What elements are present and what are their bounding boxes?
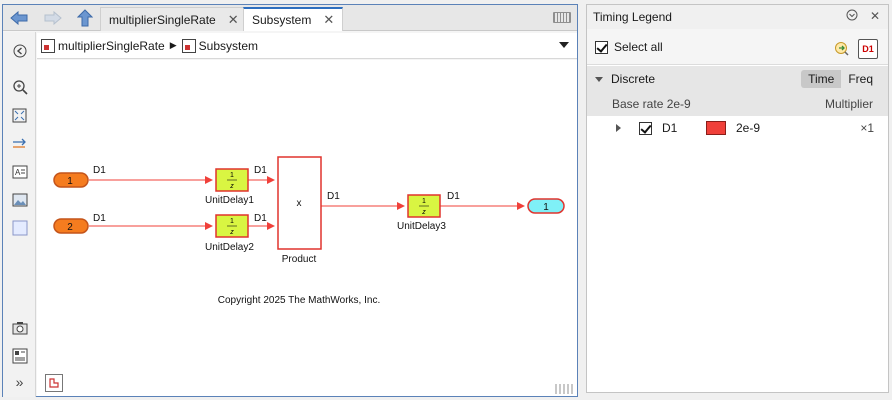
panel-header: Timing Legend ✕ xyxy=(587,5,888,29)
select-all-checkbox[interactable]: Select all xyxy=(595,40,663,54)
close-icon[interactable]: ✕ xyxy=(869,9,880,23)
forward-arrow-icon[interactable] xyxy=(41,8,65,28)
delay-numerator: 1 xyxy=(422,198,426,205)
delay-denominator: z xyxy=(229,183,234,190)
signal-label: D1 xyxy=(327,191,340,202)
breadcrumb-item[interactable]: multiplierSingleRate xyxy=(58,38,165,53)
delay-numerator: 1 xyxy=(230,172,234,179)
close-icon[interactable]: ✕ xyxy=(323,12,335,27)
annotation-icon[interactable]: A xyxy=(11,163,28,180)
unit-delay-1[interactable]: 1 z xyxy=(215,168,249,192)
discrete-section: Discrete Time Freq Base rate 2e-9 Multip… xyxy=(587,66,888,116)
model-browser-toggle-icon[interactable] xyxy=(45,374,63,392)
delay-numerator: 1 xyxy=(230,218,234,225)
highlight-icon[interactable] xyxy=(832,39,852,59)
product-symbol: x xyxy=(297,198,302,209)
multiplier-header: Multiplier xyxy=(824,97,873,111)
inport-number: 2 xyxy=(67,222,73,233)
signal-line-icon[interactable] xyxy=(11,135,28,152)
breadcrumb: multiplierSingleRate ▶ Subsystem xyxy=(37,33,577,59)
time-view-button[interactable]: Time xyxy=(801,70,842,88)
outport-1[interactable]: 1 xyxy=(527,198,565,214)
model-editor: multiplierSingleRate ✕ Subsystem ✕ xyxy=(2,4,578,397)
block-diagram: D1 D1 D1 D1 D1 D1 1 2 1 xyxy=(53,156,565,306)
rate-row[interactable]: D1 2e-9 ×1 xyxy=(587,117,888,139)
freq-view-button[interactable]: Freq xyxy=(841,70,880,88)
d1-button-label: D1 xyxy=(862,44,874,54)
tab-subsystem[interactable]: Subsystem ✕ xyxy=(243,7,344,31)
copyright-annotation: Copyright 2025 The MathWorks, Inc. xyxy=(218,295,381,306)
resize-grip-icon[interactable] xyxy=(555,384,575,394)
rate-multiplier: ×1 xyxy=(860,121,874,135)
panel-title: Timing Legend xyxy=(593,10,672,24)
keyboard-icon[interactable] xyxy=(553,12,571,23)
back-arrow-icon[interactable] xyxy=(7,8,31,28)
rate-checkbox[interactable] xyxy=(639,121,652,135)
view-toggle: Time Freq xyxy=(801,70,880,88)
legend-toolbar: Select all D1 xyxy=(587,29,888,65)
model-icon xyxy=(41,38,55,53)
area-icon[interactable] xyxy=(11,219,28,236)
tab-bar: multiplierSingleRate ✕ Subsystem ✕ xyxy=(3,5,577,31)
inport-number: 1 xyxy=(67,176,73,187)
timing-legend-panel: Timing Legend ✕ Select all D1 xyxy=(586,4,889,393)
expand-caret-icon[interactable] xyxy=(616,124,621,132)
property-inspector-icon[interactable] xyxy=(11,347,28,364)
checkbox[interactable] xyxy=(595,40,608,54)
fit-to-view-icon[interactable] xyxy=(11,107,28,124)
block-label: UnitDelay2 xyxy=(205,242,254,253)
breadcrumb-separator-icon: ▶ xyxy=(169,40,177,50)
camera-icon[interactable] xyxy=(11,319,28,336)
close-icon[interactable]: ✕ xyxy=(227,11,239,27)
expand-more-icon[interactable]: » xyxy=(15,373,24,390)
left-toolbar: A » xyxy=(3,32,36,397)
unit-delay-3[interactable]: 1 z xyxy=(407,194,441,218)
signal-label: D1 xyxy=(254,213,267,224)
breadcrumb-item[interactable]: Subsystem xyxy=(198,38,258,53)
block-label: UnitDelay3 xyxy=(397,221,446,232)
image-icon[interactable] xyxy=(11,191,28,208)
up-arrow-icon[interactable] xyxy=(73,8,97,28)
diagram-canvas[interactable]: D1 D1 D1 D1 D1 D1 1 2 1 xyxy=(37,60,577,396)
product-block[interactable]: x xyxy=(277,156,322,250)
inport-1[interactable]: 1 xyxy=(53,172,89,188)
signal-label: D1 xyxy=(93,165,106,176)
rate-value: 2e-9 xyxy=(736,121,761,135)
hide-explorer-icon[interactable] xyxy=(11,42,28,59)
base-rate: Base rate 2e-9 xyxy=(612,97,691,111)
signal-label: D1 xyxy=(254,165,267,176)
block-label: Product xyxy=(282,254,317,265)
tab-multiplierSingleRate[interactable]: multiplierSingleRate ✕ xyxy=(100,7,248,31)
tab-label: Subsystem xyxy=(252,13,312,27)
block-label: UnitDelay1 xyxy=(205,195,254,206)
rate-color-swatch[interactable] xyxy=(706,121,726,135)
delay-denominator: z xyxy=(421,209,426,216)
select-all-label: Select all xyxy=(614,40,663,54)
unit-delay-2[interactable]: 1 z xyxy=(215,214,249,238)
zoom-icon[interactable] xyxy=(11,78,28,95)
section-title: Discrete xyxy=(611,72,656,86)
signal-label: D1 xyxy=(447,191,460,202)
subsystem-icon xyxy=(181,38,196,53)
outport-number: 1 xyxy=(543,202,549,213)
collapse-caret-icon[interactable] xyxy=(595,76,603,82)
tab-label: multiplierSingleRate xyxy=(109,12,216,27)
signal-lines xyxy=(89,176,525,230)
delay-denominator: z xyxy=(229,229,234,236)
svg-text:A: A xyxy=(15,168,21,177)
rate-name: D1 xyxy=(662,121,678,135)
chevron-down-icon[interactable] xyxy=(559,42,569,48)
signal-label: D1 xyxy=(93,213,106,224)
panel-menu-icon[interactable] xyxy=(846,9,858,24)
d1-toggle-button[interactable]: D1 xyxy=(858,39,878,59)
inport-2[interactable]: 2 xyxy=(53,218,89,234)
